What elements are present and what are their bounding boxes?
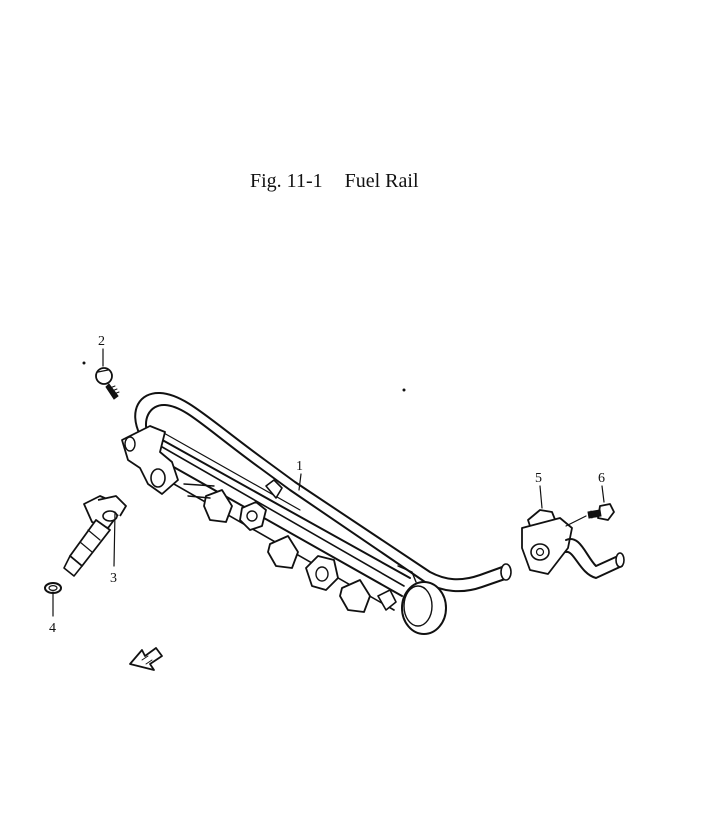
callout-2: 2 [98,334,105,349]
callout-5: 5 [535,471,542,486]
figure-number: Fig. 11-1 [250,170,323,192]
callout-3: 3 [110,571,117,586]
arrow-front-icon [129,647,163,671]
callout-1: 1 [296,459,303,474]
pressure-regulator-5 [521,509,625,579]
leader-lines [52,348,605,617]
bolt-2 [95,367,120,400]
figure-title: Fuel Rail [344,170,419,192]
callout-6: 6 [598,471,605,486]
scan-specks [82,361,406,392]
callout-4: 4 [49,621,56,636]
bolt-6 [587,503,615,521]
injector-3 [63,495,127,577]
figure-caption: Fig. 11-1 Fuel Rail [250,170,419,193]
fuel-rail [121,391,512,635]
callout-numbers: 1 2 3 4 5 6 [49,334,605,636]
